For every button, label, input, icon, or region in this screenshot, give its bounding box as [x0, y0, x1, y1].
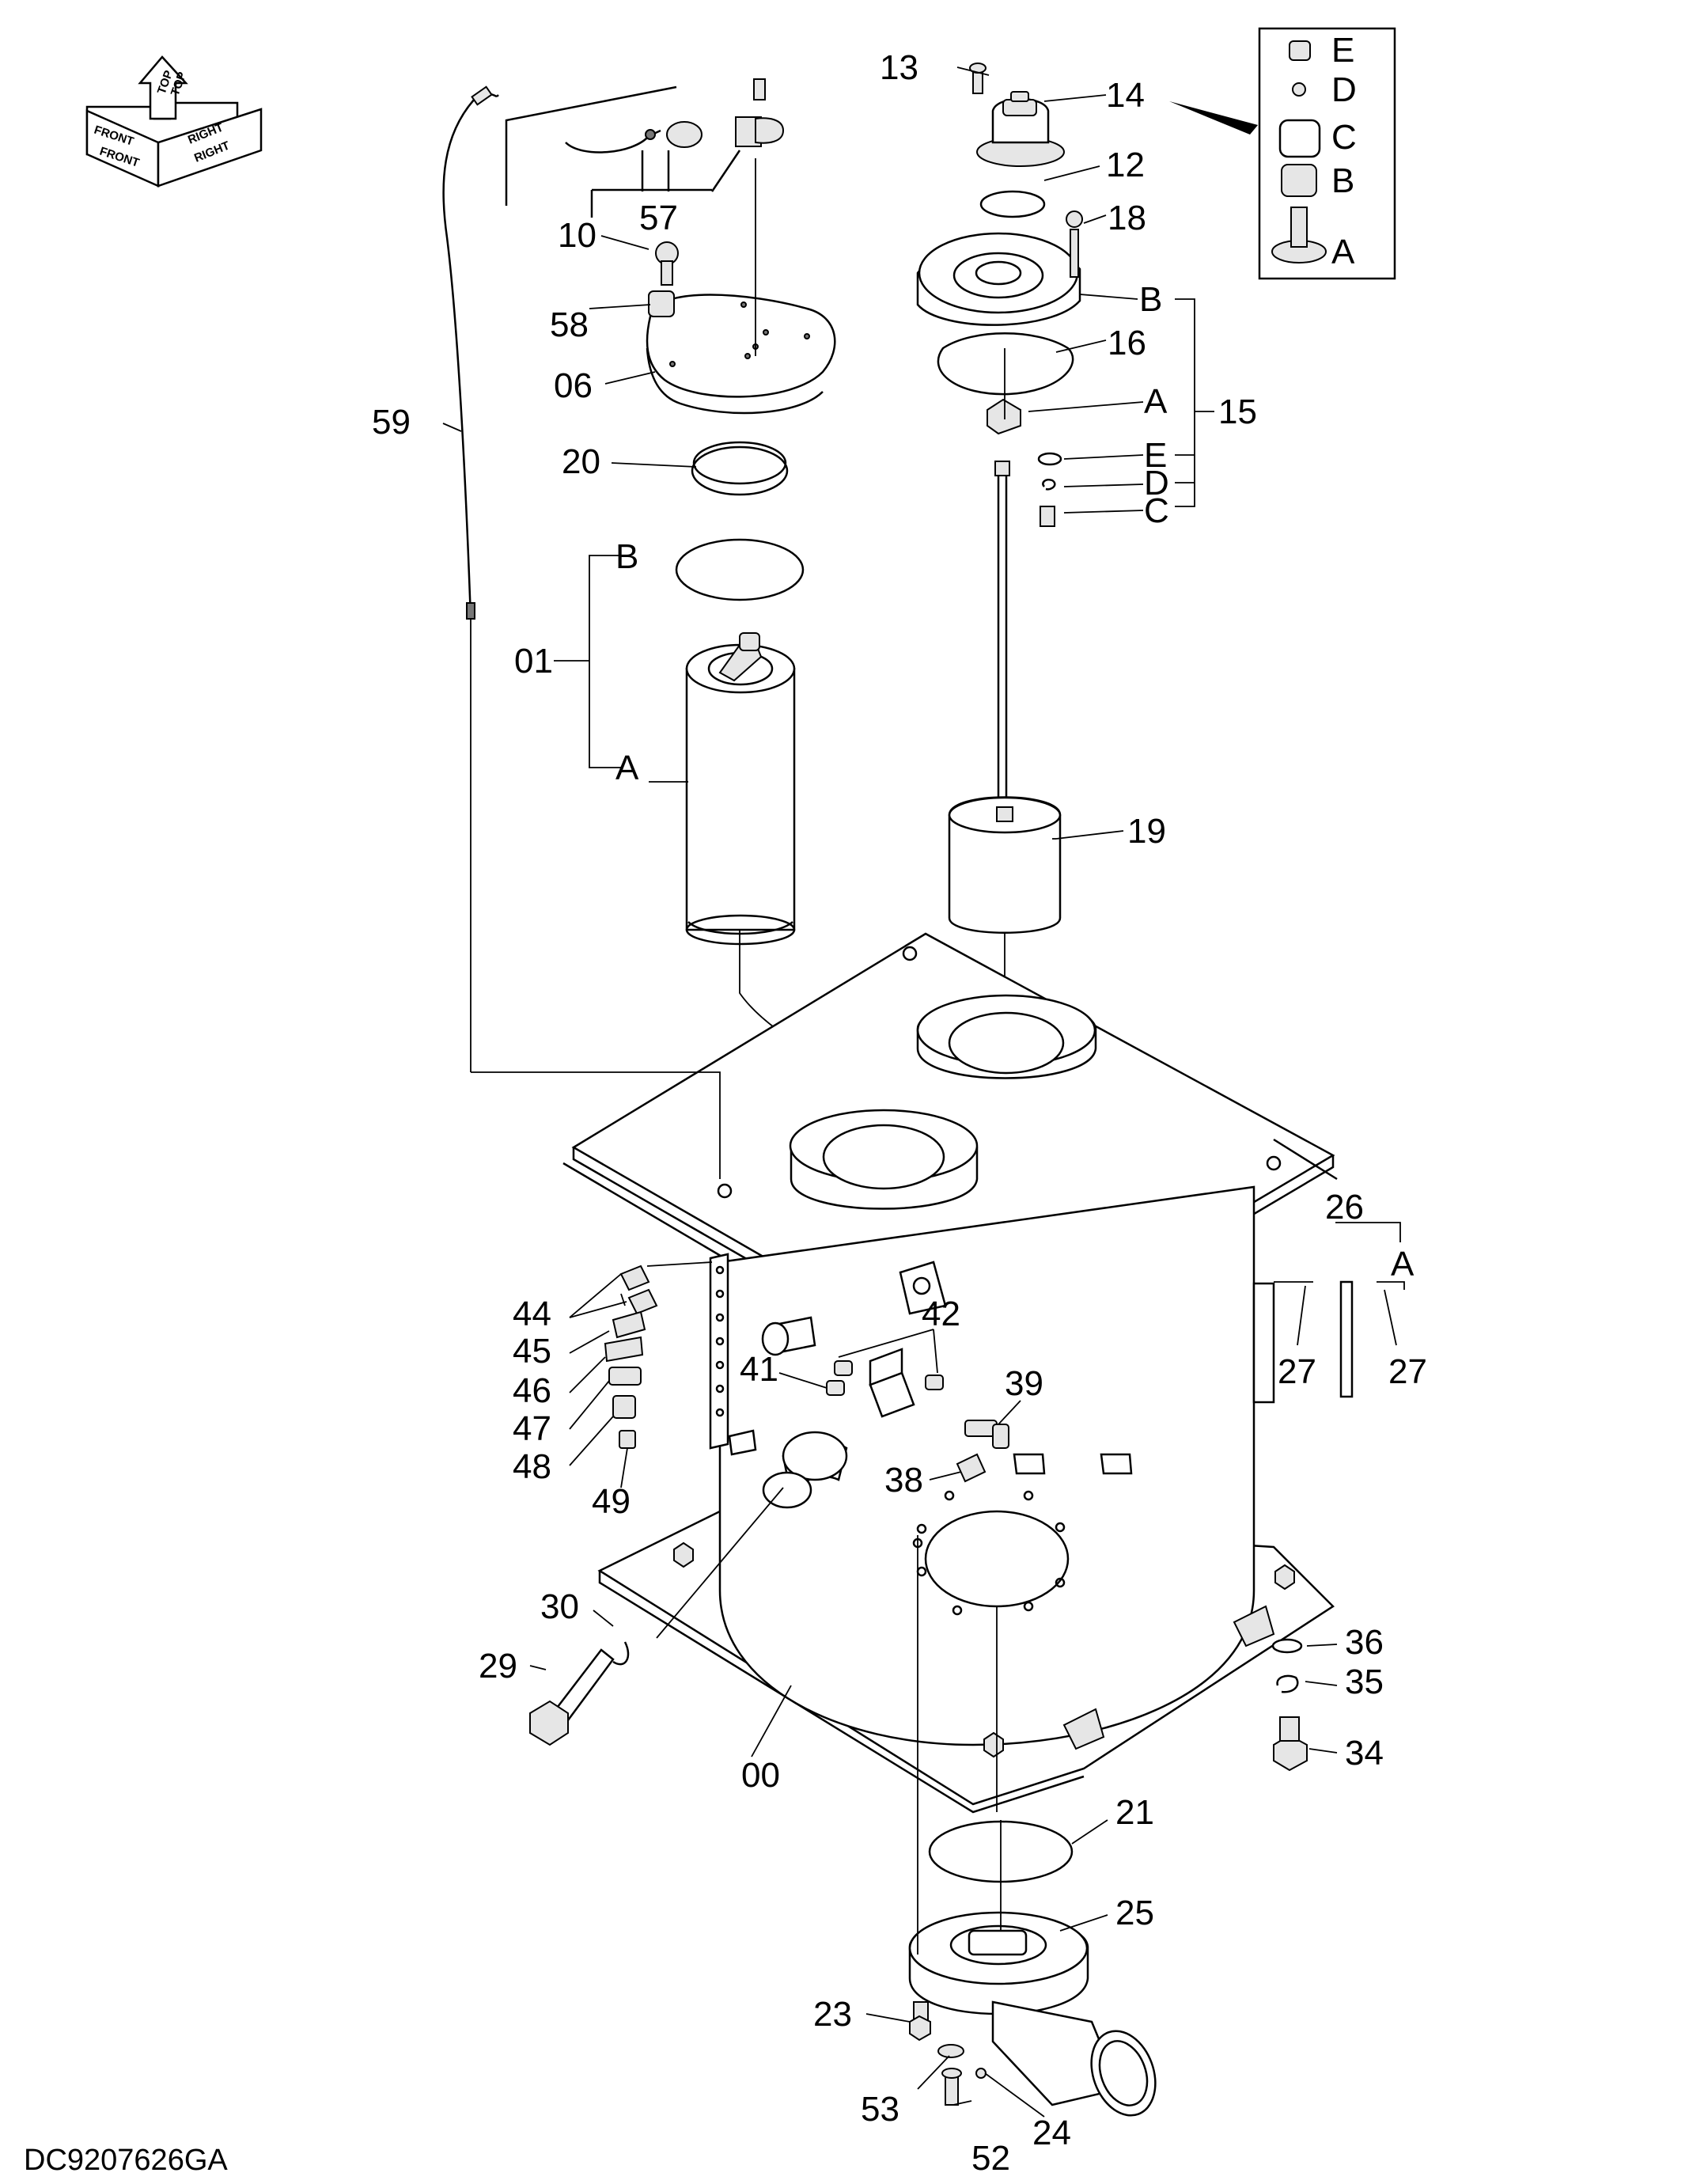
label-52: 52 — [971, 2139, 1010, 2178]
label-34: 34 — [1345, 1734, 1384, 1773]
drain-plug-29 — [529, 1487, 784, 1746]
label-14: 14 — [1106, 76, 1145, 115]
label-59: 59 — [372, 403, 411, 442]
bracket-15 — [956, 66, 1214, 840]
label-06: 06 — [554, 366, 593, 405]
label-44: 44 — [513, 1295, 551, 1333]
document-code: DC9207626GA — [24, 2144, 228, 2177]
label-26: 26 — [1325, 1188, 1364, 1227]
label-01-b: B — [615, 537, 638, 576]
cap-14 — [969, 63, 1065, 218]
label-detail-14-e: E — [1331, 31, 1354, 70]
breather-parts-57 — [505, 78, 785, 218]
label-26-a: A — [1391, 1245, 1414, 1283]
label-21: 21 — [1115, 1793, 1154, 1832]
label-24: 24 — [1032, 2114, 1071, 2152]
outlet-elbow-25 — [908, 1535, 1157, 2117]
label-35: 35 — [1345, 1663, 1384, 1701]
cover-plate-06 — [646, 158, 836, 415]
label-23: 23 — [813, 1995, 852, 2034]
label-49: 49 — [592, 1482, 631, 1521]
label-47: 47 — [513, 1409, 551, 1448]
label-15-c: C — [1144, 491, 1169, 530]
label-30: 30 — [540, 1587, 579, 1626]
sensor-cable-59 — [442, 85, 499, 620]
label-detail-14-c: C — [1331, 118, 1357, 157]
snap-ring-20 — [691, 441, 789, 496]
sub-part-labels: A B A B C D E A A B C D E — [615, 31, 1414, 1283]
label-detail-14-b: B — [1331, 161, 1354, 200]
filter-element-01a — [685, 632, 883, 1187]
label-12: 12 — [1106, 146, 1145, 184]
label-45: 45 — [513, 1332, 551, 1371]
label-48: 48 — [513, 1447, 551, 1486]
leader-lines — [442, 235, 1405, 2118]
label-15-b: B — [1139, 280, 1162, 319]
bolt-stack-34-36 — [1271, 1638, 1308, 1772]
label-15: 15 — [1218, 392, 1257, 431]
label-00: 00 — [741, 1756, 780, 1795]
label-18: 18 — [1108, 199, 1146, 237]
label-detail-14-a: A — [1331, 233, 1355, 271]
label-36: 36 — [1345, 1623, 1384, 1662]
label-01-a: A — [615, 749, 639, 787]
label-27-right: 27 — [1388, 1352, 1427, 1391]
label-57: 57 — [639, 199, 678, 237]
float-assembly — [948, 348, 1062, 1045]
flange-15b — [916, 210, 1083, 396]
label-16: 16 — [1108, 324, 1146, 362]
label-27-left: 27 — [1278, 1352, 1316, 1391]
label-13: 13 — [880, 48, 918, 87]
label-42: 42 — [922, 1295, 960, 1333]
label-39: 39 — [1005, 1364, 1043, 1403]
label-38: 38 — [884, 1461, 923, 1500]
detail-box-14 — [1169, 27, 1396, 280]
label-41: 41 — [740, 1350, 778, 1389]
label-10: 10 — [558, 216, 596, 255]
label-15-d: D — [1144, 464, 1169, 502]
label-15-e: E — [1144, 436, 1167, 475]
label-29: 29 — [479, 1647, 517, 1685]
gasket-01b — [675, 538, 805, 601]
orientation-arrows-icon: FRONT FRONT TOP TOP RIGHT RIGHT — [85, 55, 263, 188]
label-01: 01 — [514, 642, 553, 681]
label-20: 20 — [562, 442, 600, 481]
label-58: 58 — [550, 305, 589, 344]
bracket-01 — [554, 555, 688, 783]
label-19: 19 — [1127, 812, 1166, 851]
label-detail-14-d: D — [1331, 70, 1357, 109]
label-15-a: A — [1144, 382, 1168, 421]
label-46: 46 — [513, 1371, 551, 1410]
part-labels: 00 01 06 10 12 13 14 15 16 18 19 20 21 2… — [372, 48, 1427, 2178]
tank-body — [597, 1185, 1354, 1814]
label-25: 25 — [1115, 1894, 1154, 1932]
label-53: 53 — [861, 2090, 899, 2129]
